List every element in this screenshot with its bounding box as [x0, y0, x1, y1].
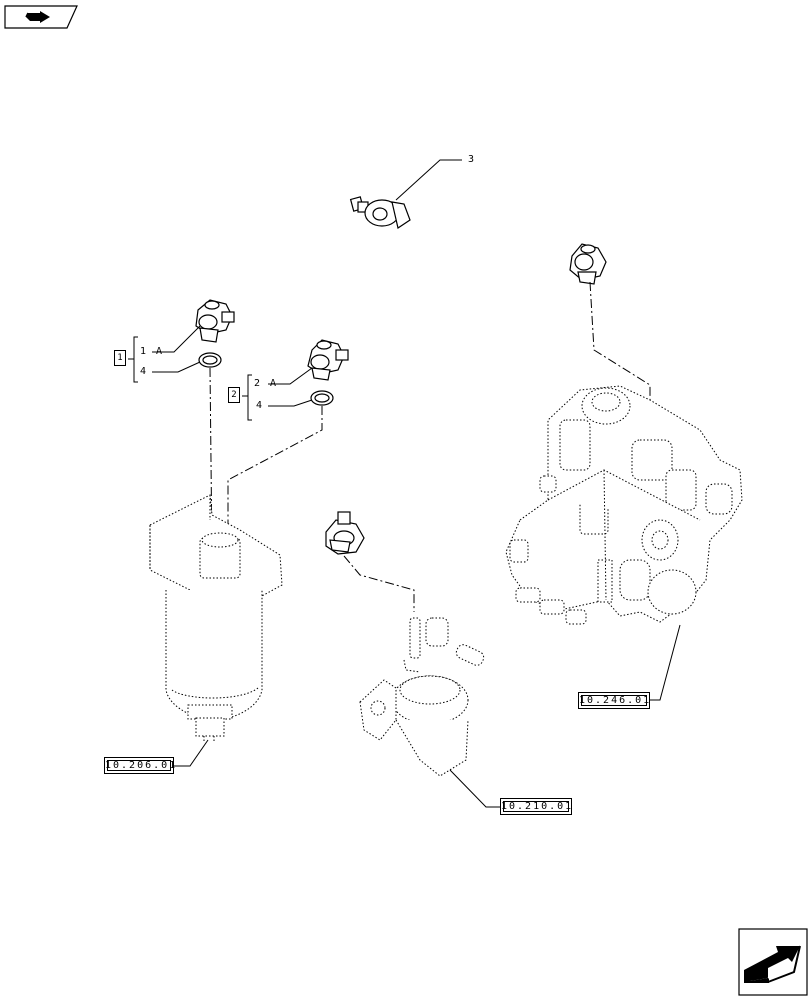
- banjo-fitting-2a: [307, 339, 349, 381]
- callout-group-2-item-a: 2 A: [254, 378, 279, 389]
- sealing-washer-group1-inner: [202, 355, 218, 365]
- callout-group-2-item-b: 4: [256, 400, 265, 411]
- ref-injection-pump[interactable]: 10.246.01: [578, 692, 650, 709]
- next-page-icon[interactable]: [738, 928, 808, 996]
- fuel-pipe-1: [228, 209, 580, 365]
- group-1-bracket: [128, 336, 138, 383]
- ref-fuel-filter[interactable]: 10.206.01: [104, 757, 175, 774]
- group-2-bracket: [242, 374, 252, 421]
- callout-group-1-item-a: 1 A: [140, 346, 165, 357]
- fuel-feed-pump: [359, 617, 485, 777]
- callout-group-2-index[interactable]: 2: [228, 387, 240, 403]
- sealing-washer-group2-inner: [314, 393, 330, 403]
- leader-lines: [152, 159, 681, 808]
- fuel-filter-assembly: [149, 494, 283, 742]
- fuel-pipe-2: [338, 319, 391, 521]
- ref-feed-pump[interactable]: 10.210.01: [500, 798, 572, 815]
- callout-part-3: 3: [468, 154, 477, 165]
- banjo-fitting-feed: [325, 511, 365, 555]
- fuel-injection-pump: [505, 385, 743, 625]
- previous-page-icon[interactable]: [4, 5, 78, 29]
- banjo-fitting-pump: [569, 243, 607, 285]
- banjo-fitting-1a: [195, 299, 235, 343]
- part-3-fitting: [349, 196, 411, 229]
- callout-group-1-item-b: 4: [140, 366, 149, 377]
- callout-group-1-index[interactable]: 1: [114, 350, 126, 366]
